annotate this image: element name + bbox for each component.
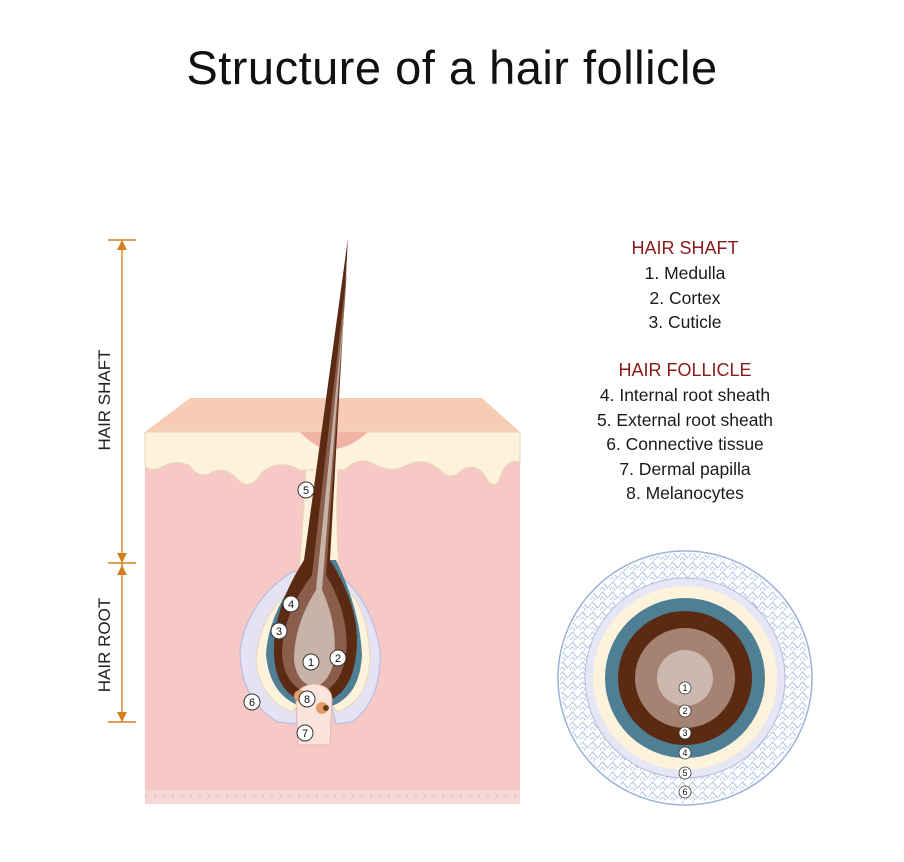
marker-5-label: 5 xyxy=(303,485,309,497)
cross-marker-6-label: 6 xyxy=(682,787,687,797)
side-label-hair-shaft: HAIR SHAFT xyxy=(95,349,114,450)
dimension-lines: HAIR SHAFT HAIR ROOT xyxy=(95,239,136,723)
cross-marker-4-label: 4 xyxy=(682,748,687,758)
cross-marker-1-label: 1 xyxy=(682,683,687,693)
arrowhead xyxy=(117,240,127,250)
cross-section: 1 2 3 4 5 6 xyxy=(557,550,813,806)
medulla-core xyxy=(657,650,713,706)
marker-4-label: 4 xyxy=(288,599,294,611)
legend-item-cuticle: 3. Cuticle xyxy=(648,312,722,332)
marker-6-label: 6 xyxy=(249,697,255,709)
marker-3: 3 xyxy=(270,622,288,640)
arrowhead xyxy=(117,553,127,563)
marker-3-label: 3 xyxy=(276,626,282,638)
legend-item-melanocytes: 8. Melanocytes xyxy=(626,483,744,503)
legend-item-cortex: 2. Cortex xyxy=(649,287,721,308)
arrowhead xyxy=(117,565,127,575)
marker-4: 4 xyxy=(282,595,300,613)
diagram-markers: 1 2 3 4 5 6 7 8 xyxy=(243,481,347,742)
legend-hair-shaft: HAIR SHAFT 1. Medulla 2. Cortex 3. Cutic… xyxy=(560,238,810,335)
side-label-hair-root: HAIR ROOT xyxy=(95,598,114,692)
cross-marker-4: 4 xyxy=(678,746,692,760)
melanocyte-nucleus xyxy=(323,705,329,711)
legend-hair-follicle: HAIR FOLLICLE 4. Internal root sheath 5.… xyxy=(560,360,810,506)
cross-marker-1: 1 xyxy=(678,681,692,695)
page-title: Structure of a hair follicle xyxy=(186,41,718,94)
marker-8: 8 xyxy=(298,690,316,708)
cross-marker-3: 3 xyxy=(678,726,692,740)
legend-item-internal-root-sheath: 4. Internal root sheath xyxy=(599,385,771,405)
marker-1-label: 1 xyxy=(308,657,314,669)
legend-item-connective-tissue: 6. Connective tissue xyxy=(606,434,764,454)
cross-marker-5-label: 5 xyxy=(682,768,687,778)
marker-7: 7 xyxy=(296,724,314,742)
cross-marker-5: 5 xyxy=(678,766,692,780)
arrowhead xyxy=(117,712,127,722)
medulla-layer xyxy=(294,300,345,686)
hypodermis-strip xyxy=(145,790,520,804)
marker-8-label: 8 xyxy=(304,694,310,706)
cross-marker-2-label: 2 xyxy=(682,706,687,716)
hair-strand xyxy=(273,238,357,700)
legend-shaft-heading: HAIR SHAFT xyxy=(631,238,739,258)
cross-marker-3-label: 3 xyxy=(682,728,687,738)
cortex-layer xyxy=(282,270,347,692)
marker-7-label: 7 xyxy=(302,728,308,740)
marker-1: 1 xyxy=(302,653,320,671)
legend-follicle-heading: HAIR FOLLICLE xyxy=(618,360,752,380)
marker-6: 6 xyxy=(243,693,261,711)
marker-2-label: 2 xyxy=(335,653,341,665)
marker-2: 2 xyxy=(329,649,347,667)
cross-marker-2: 2 xyxy=(678,704,692,718)
legend-item-medulla: 1. Medulla xyxy=(644,263,726,283)
legend-item-dermal-papilla: 7. Dermal papilla xyxy=(619,458,751,479)
melanocyte xyxy=(316,702,328,714)
cross-marker-6: 6 xyxy=(678,785,692,799)
legend-item-external-root-sheath: 5. External root sheath xyxy=(596,409,774,430)
marker-5: 5 xyxy=(297,481,315,499)
